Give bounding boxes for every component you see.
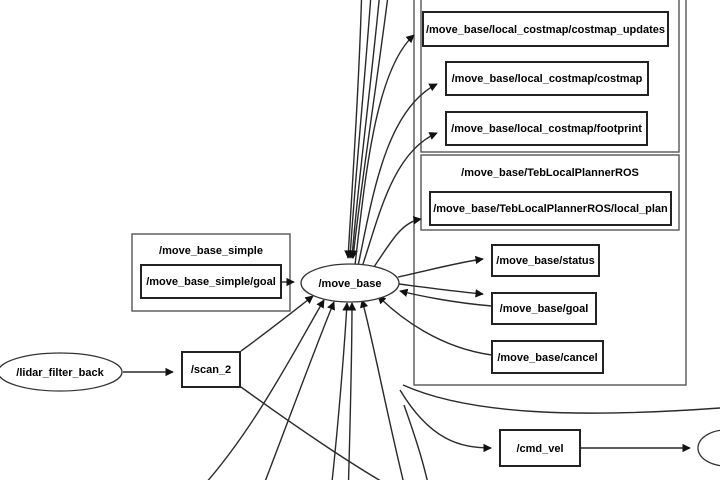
edge-scan2-to-move-base [240, 295, 314, 352]
node-lidar-filter-back-ellipse[interactable] [0, 352, 123, 392]
node-status-box[interactable] [491, 244, 600, 277]
edge-descending-extra [403, 404, 428, 480]
node-costmap-updates-label: /move_base/local_costmap/costmap_updates [426, 24, 665, 36]
edge-scan2-lower [240, 386, 381, 480]
edge-incoming-top-1 [344, 0, 363, 259]
edge-bottom-incoming-2 [264, 301, 335, 480]
node-lidar-filter-back[interactable]: /lidar_filter_back [0, 352, 123, 392]
node-costmap-updates-box[interactable] [422, 11, 669, 47]
cluster-move-base-simple [131, 233, 291, 312]
node-costmap-box[interactable] [445, 61, 649, 96]
edge-incoming-top-2 [346, 0, 372, 259]
edge-move-base-to-goal [398, 283, 484, 298]
node-right-partial-ellipse[interactable] [697, 429, 720, 467]
node-goal-label: /move_base/goal [500, 303, 589, 315]
node-scan-2-box[interactable] [181, 351, 241, 388]
node-cancel-label: /move_base/cancel [497, 352, 597, 364]
node-footprint-box[interactable] [445, 111, 648, 146]
node-move-base-simple-goal-box[interactable] [140, 264, 282, 299]
cluster-teb-local-planner-label: /move_base/TebLocalPlannerROS [461, 167, 639, 179]
edge-move-base-to-cmd-vel [399, 389, 492, 453]
node-local-plan-box[interactable] [429, 191, 672, 226]
edge-goal-to-move-base [399, 288, 493, 307]
node-footprint-label: /move_base/local_costmap/footprint [451, 123, 642, 135]
edge-move-base-to-local-plan [371, 216, 422, 271]
node-cmd-vel[interactable]: /cmd_vel [499, 429, 581, 467]
node-move-base-label: /move_base [319, 278, 382, 290]
node-move-base-simple-goal[interactable]: /move_base_simple/goal [140, 264, 282, 299]
node-cmd-vel-box[interactable] [499, 429, 581, 467]
node-move-base-simple-goal-label: /move_base_simple/goal [146, 276, 276, 288]
topic-nodes-group: /move_base/local_costmap/costmap_updates… [140, 11, 672, 467]
cluster-move-base-outer [413, 0, 687, 386]
edge-sweep-right-1 [402, 384, 720, 414]
cluster-move-base-simple-label: /move_base_simple [159, 245, 263, 257]
node-move-base[interactable]: /move_base [300, 263, 400, 303]
node-cancel-box[interactable] [491, 340, 604, 374]
edge-move-base-to-status [397, 255, 484, 278]
node-costmap[interactable]: /move_base/local_costmap/costmap [445, 61, 649, 96]
node-local-plan[interactable]: /move_base/TebLocalPlannerROS/local_plan [429, 191, 672, 226]
edge-cancel-to-move-base [377, 295, 493, 356]
edge-move-base-to-footprint [361, 132, 438, 268]
edge-move-base-to-costmap [357, 83, 438, 267]
node-status-label: /move_base/status [496, 255, 594, 267]
node-cmd-vel-label: /cmd_vel [516, 443, 563, 455]
cluster-group: /move_base/TebLocalPlannerROS /move_base… [131, 0, 687, 386]
node-scan-2[interactable]: /scan_2 [181, 351, 241, 388]
node-local-plan-label: /move_base/TebLocalPlannerROS/local_plan [433, 203, 668, 215]
node-goal-box[interactable] [491, 292, 597, 325]
edge-bottom-incoming-1 [207, 299, 325, 480]
cluster-local-costmap [420, 0, 680, 153]
node-cancel[interactable]: /move_base/cancel [491, 340, 604, 374]
edge-incoming-top-3 [348, 0, 380, 259]
edges-group [123, 0, 720, 480]
edge-bottom-incoming-4 [347, 302, 357, 480]
node-right-partial[interactable] [697, 429, 720, 467]
node-goal[interactable]: /move_base/goal [491, 292, 597, 325]
node-costmap-updates[interactable]: /move_base/local_costmap/costmap_updates [422, 11, 669, 47]
node-footprint[interactable]: /move_base/local_costmap/footprint [445, 111, 648, 146]
edge-incoming-top-4 [349, 0, 389, 259]
edge-bottom-incoming-5 [360, 299, 404, 480]
cluster-teb-local-planner [420, 154, 680, 231]
node-status[interactable]: /move_base/status [491, 244, 600, 277]
node-lidar-filter-back-label: /lidar_filter_back [16, 367, 104, 379]
node-move-base-ellipse[interactable] [300, 263, 400, 303]
edge-move-base-to-costmap-updates [354, 34, 415, 266]
node-costmap-label: /move_base/local_costmap/costmap [452, 73, 643, 85]
node-scan-2-label: /scan_2 [191, 364, 231, 376]
ellipse-nodes-group: /move_base /lidar_filter_back [0, 263, 720, 467]
edge-bottom-incoming-3 [331, 302, 351, 480]
